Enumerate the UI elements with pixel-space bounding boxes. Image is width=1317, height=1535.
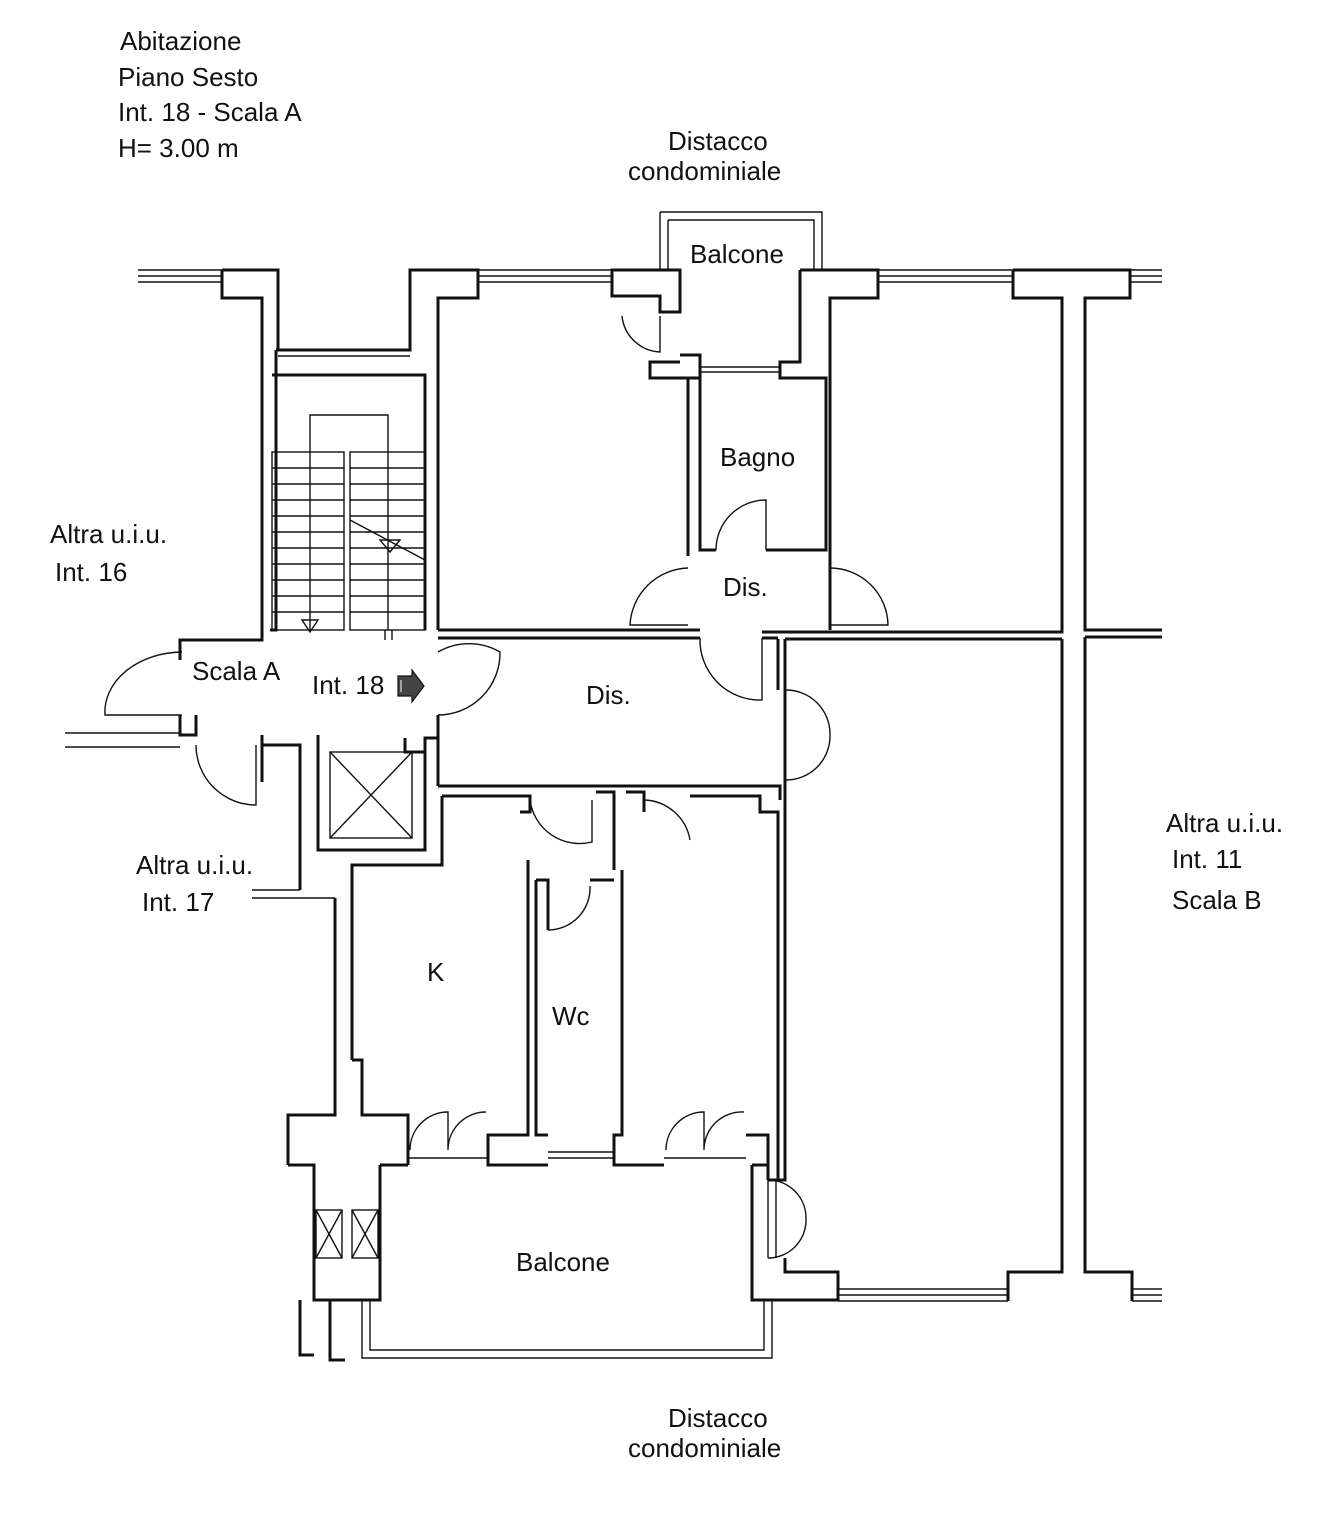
bagno-label: Bagno: [720, 442, 795, 472]
dis-upper-label: Dis.: [723, 572, 768, 602]
lift-shaft: [329, 751, 413, 839]
facade-lines: [65, 269, 1162, 1302]
altra-int17-label: Altra u.i.u.: [136, 850, 253, 880]
kitchen-label: K: [427, 957, 445, 987]
wc-label: Wc: [552, 1001, 590, 1031]
plan-header: Abitazione Piano Sesto Int. 18 - Scala A…: [118, 26, 302, 163]
balcone-bottom-label: Balcone: [516, 1247, 610, 1277]
int17-label: Int. 17: [142, 887, 214, 917]
int18-label: Int. 18: [312, 670, 384, 700]
distacco-top-label: Distacco: [668, 126, 768, 156]
distacco-bottom-label: Distacco: [668, 1403, 768, 1433]
entrance-arrow-icon: [397, 668, 425, 704]
condominiale-top-label: condominiale: [628, 156, 781, 186]
condominiale-bottom-label: condominiale: [628, 1433, 781, 1463]
altra-int11-label: Altra u.i.u.: [1166, 808, 1283, 838]
int16-label: Int. 16: [55, 557, 127, 587]
header-height: H= 3.00 m: [118, 133, 239, 163]
duct-symbols: [315, 1209, 379, 1259]
scala-b-label: Scala B: [1172, 885, 1262, 915]
int11-label: Int. 11: [1172, 844, 1242, 874]
dis-main-label: Dis.: [586, 680, 631, 710]
header-piano: Piano Sesto: [118, 62, 258, 92]
altra-int16-label: Altra u.i.u.: [50, 519, 167, 549]
balcony-rails: [278, 211, 823, 1359]
walls: [178, 268, 1162, 1362]
balcone-top-label: Balcone: [690, 239, 784, 269]
header-interno: Int. 18 - Scala A: [118, 97, 302, 127]
room-labels: Distacco condominiale Balcone Bagno Dis.…: [50, 126, 1283, 1463]
scala-a-label: Scala A: [192, 656, 281, 686]
stair-flights: [271, 414, 426, 640]
header-abitazione: Abitazione: [120, 26, 241, 56]
door-swings: [104, 315, 889, 1259]
